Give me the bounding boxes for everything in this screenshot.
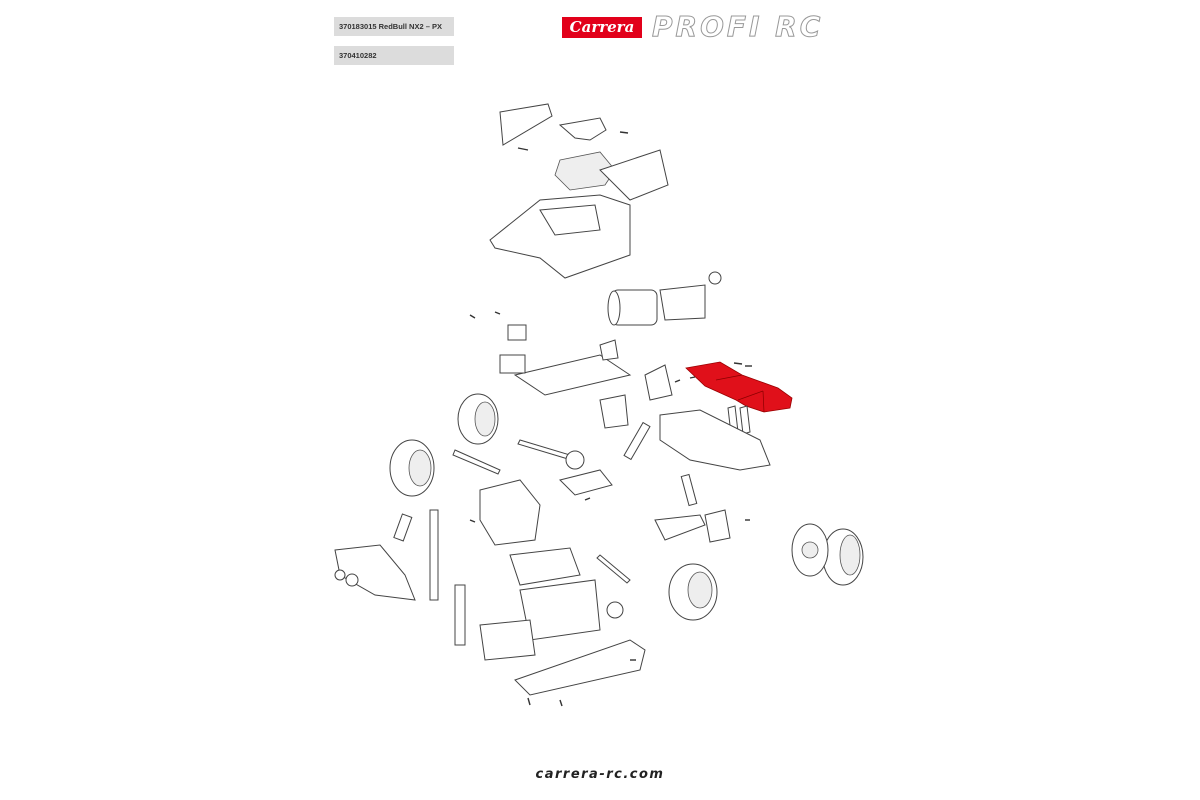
screws bbox=[469, 131, 752, 707]
motor bbox=[607, 271, 722, 326]
website-url: carrera-rc.com bbox=[535, 767, 665, 782]
carrera-brand: Carrera bbox=[562, 17, 642, 38]
gearbox bbox=[479, 450, 731, 619]
chassis-and-battery bbox=[334, 544, 646, 696]
kit-title-label: 370183015 RedBull NX2 – PX bbox=[334, 17, 454, 36]
carrera-profi-rc-logo: Carrera PROFI RC bbox=[562, 10, 872, 44]
wheels bbox=[389, 393, 864, 621]
top-deck bbox=[499, 324, 673, 429]
rear-bumper bbox=[659, 409, 771, 471]
part-number-label: 370410282 bbox=[334, 46, 454, 65]
rear-wing-highlighted bbox=[685, 361, 793, 435]
body-shell bbox=[489, 103, 669, 279]
profi-rc-wordmark: PROFI RC bbox=[651, 10, 824, 44]
suspension bbox=[393, 421, 706, 646]
